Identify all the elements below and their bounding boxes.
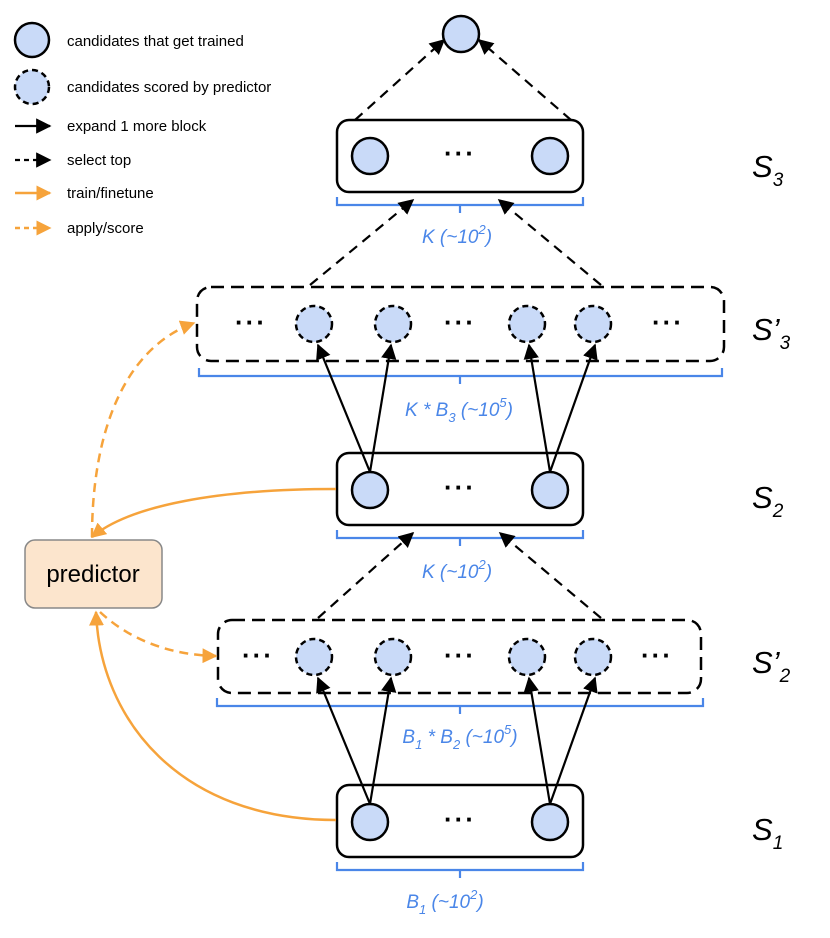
legend-scored-node-icon [13, 68, 51, 106]
legend-train-label: train/finetune [67, 185, 154, 202]
s3-box [335, 118, 585, 194]
legend-scored-label: candidates scored by predictor [67, 79, 271, 96]
s2prime-node-3 [507, 637, 547, 677]
select-arrow-s2p-right [498, 532, 602, 619]
s3-node-right [530, 136, 570, 176]
legend-expand-label: expand 1 more block [67, 118, 207, 135]
predictor-box [24, 539, 163, 609]
select-arrow-right [477, 38, 572, 121]
s3prime-node-1 [294, 304, 334, 344]
s2prime-count-label: B1 * B2 (~105) [402, 722, 517, 752]
expand-arrow-s2-4 [548, 343, 598, 473]
s1-box [335, 783, 585, 859]
s1-node-right [530, 802, 570, 842]
apply-arrow-s3prime [90, 320, 196, 538]
expand-arrow-s1-2 [368, 676, 397, 805]
train-arrow-s1 [89, 610, 337, 822]
s2-ellipsis: ··· [444, 472, 476, 502]
expand-arrow-s1-3 [523, 676, 552, 805]
s2prime-brace [215, 698, 705, 714]
s1-ellipsis: ··· [444, 804, 476, 834]
s2prime-node-4 [573, 637, 613, 677]
train-arrow-s2 [90, 487, 337, 538]
s1-count-label: B1 (~102) [406, 887, 483, 917]
s3-ellipsis: ··· [444, 138, 476, 168]
select-arrow-s3p-left [309, 199, 415, 286]
s2-brace [335, 530, 585, 546]
select-arrow-left [354, 38, 446, 121]
legend-trained-label: candidates that get trained [67, 33, 244, 50]
stage-label-s3: S3 [752, 149, 784, 191]
s1-node-left [350, 802, 390, 842]
s1-brace [335, 862, 585, 878]
s2prime-ellipsis-left: ··· [242, 640, 274, 670]
s2prime-node-2 [373, 637, 413, 677]
expand-arrow-s2-3 [523, 343, 552, 473]
s3prime-node-3 [507, 304, 547, 344]
select-arrow-s3p-right [497, 199, 602, 286]
apply-arrow-s2prime [99, 611, 218, 664]
top-node [441, 14, 481, 54]
s2prime-ellipsis-mid: ··· [444, 640, 476, 670]
legend-select-label: select top [67, 152, 131, 169]
s2prime-node-1 [294, 637, 334, 677]
legend: candidates that get trained candidates s… [13, 21, 271, 237]
s2-node-right [530, 470, 570, 510]
s3prime-brace [197, 368, 724, 384]
predictor-label: predictor [46, 561, 139, 588]
s3prime-ellipsis-left: ··· [235, 307, 267, 337]
s2-box [335, 451, 585, 527]
s3-node-left [350, 136, 390, 176]
s2-count-label: K (~102) [422, 557, 492, 583]
s3prime-count-label: K * B3 (~105) [405, 395, 513, 425]
s3prime-node-2 [373, 304, 413, 344]
stage-label-s3prime: S’3 [752, 312, 791, 354]
expand-arrow-s2-2 [368, 343, 397, 473]
s2-node-left [350, 470, 390, 510]
stage-label-s2prime: S’2 [752, 645, 791, 687]
select-arrow-s2p-left [317, 531, 415, 619]
s3prime-ellipsis-right: ··· [652, 307, 684, 337]
expand-arrow-s1-4 [548, 676, 598, 805]
s3prime-box [195, 285, 726, 363]
s3-brace [335, 197, 585, 213]
stage-label-s2: S2 [752, 480, 784, 522]
s3prime-ellipsis-mid: ··· [444, 307, 476, 337]
stage-label-s1: S1 [752, 812, 783, 854]
s2prime-ellipsis-right: ··· [641, 640, 673, 670]
s2prime-box [216, 618, 703, 695]
legend-apply-label: apply/score [67, 220, 144, 237]
expand-arrow-s1-1 [316, 676, 372, 805]
expand-arrow-s2-1 [316, 343, 372, 473]
legend-trained-node-icon [13, 21, 51, 59]
s3prime-node-4 [573, 304, 613, 344]
s3-count-label: K (~102) [422, 222, 492, 248]
